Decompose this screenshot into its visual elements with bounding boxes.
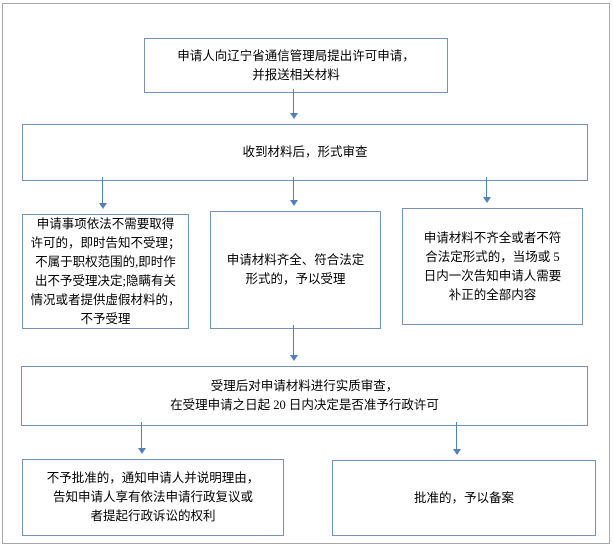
- arrow-shaft: [102, 177, 103, 204]
- arrow-down-icon: [289, 113, 298, 119]
- flow-step-formal-review: 收到材料后，形式审查: [22, 124, 588, 181]
- arrow-down-icon: [289, 355, 298, 361]
- arrow-down-icon: [137, 448, 146, 454]
- flow-step-accepted-label: 申请材料齐全、符合法定 形式的，予以受理: [226, 253, 365, 286]
- flow-arrow-accept-to-substantive: [289, 325, 298, 361]
- arrow-down-icon: [482, 197, 491, 203]
- flow-step-not-accepted: 申请事项依法不需要取得 许可的，即时告知不受理； 不属于职权范围的,即时作 出不…: [22, 214, 189, 329]
- flow-arrow-substantive-to-denied: [137, 422, 146, 454]
- arrow-down-icon: [452, 449, 461, 455]
- arrow-shaft: [293, 177, 294, 201]
- arrow-shaft: [141, 422, 142, 449]
- flow-step-accepted: 申请材料齐全、符合法定 形式的，予以受理: [210, 211, 381, 329]
- flow-step-formal-review-label: 收到材料后，形式审查: [242, 145, 368, 159]
- flow-step-approved: 批准的，予以备案: [332, 460, 596, 536]
- arrow-shaft: [293, 325, 294, 356]
- arrow-shaft: [456, 422, 457, 450]
- arrow-shaft: [293, 89, 294, 114]
- flow-step-approved-label: 批准的，予以备案: [413, 490, 514, 505]
- flow-arrow-substantive-to-approved: [452, 422, 461, 455]
- arrow-down-icon: [289, 200, 298, 206]
- flow-arrow-formal-to-accept: [289, 177, 298, 206]
- flow-step-application: 申请人向辽宁省通信管理局提出许可申请， 并报送相关材料: [144, 38, 448, 93]
- flow-arrow-apply-to-formal: [289, 89, 298, 119]
- flow-step-denied: 不予批准的，通知申请人并说明理由， 告知申请人享有依法申请行政复议或 者提起行政…: [22, 459, 284, 536]
- flow-step-supplement-notice: 申请材料不齐全或者不符 合法定形式的，当场或 5 日内一次告知申请人需要 补正的…: [402, 208, 583, 325]
- flow-arrow-formal-to-reject: [98, 177, 107, 209]
- flowchart-canvas: 申请人向辽宁省通信管理局提出许可申请， 并报送相关材料 收到材料后，形式审查 申…: [2, 3, 610, 544]
- flow-step-substantive-review-label: 受理后对申请材料进行实质审查， 在受理申请之日起 20 日内决定是否准予行政许可: [170, 379, 439, 412]
- flow-arrow-formal-to-supplement: [482, 177, 491, 203]
- arrow-down-icon: [98, 203, 107, 209]
- flow-step-denied-label: 不予批准的，通知申请人并说明理由， 告知申请人享有依法申请行政复议或 者提起行政…: [46, 471, 260, 523]
- flow-step-not-accepted-label: 申请事项依法不需要取得 许可的，即时告知不受理； 不属于职权范围的,即时作 出不…: [30, 216, 181, 326]
- flow-step-supplement-notice-label: 申请材料不齐全或者不符 合法定形式的，当场或 5 日内一次告知申请人需要 补正的…: [423, 230, 562, 302]
- flow-step-application-label: 申请人向辽宁省通信管理局提出许可申请， 并报送相关材料: [177, 48, 415, 82]
- flow-step-substantive-review: 受理后对申请材料进行实质审查， 在受理申请之日起 20 日内决定是否准予行政许可: [21, 366, 588, 426]
- arrow-shaft: [486, 177, 487, 198]
